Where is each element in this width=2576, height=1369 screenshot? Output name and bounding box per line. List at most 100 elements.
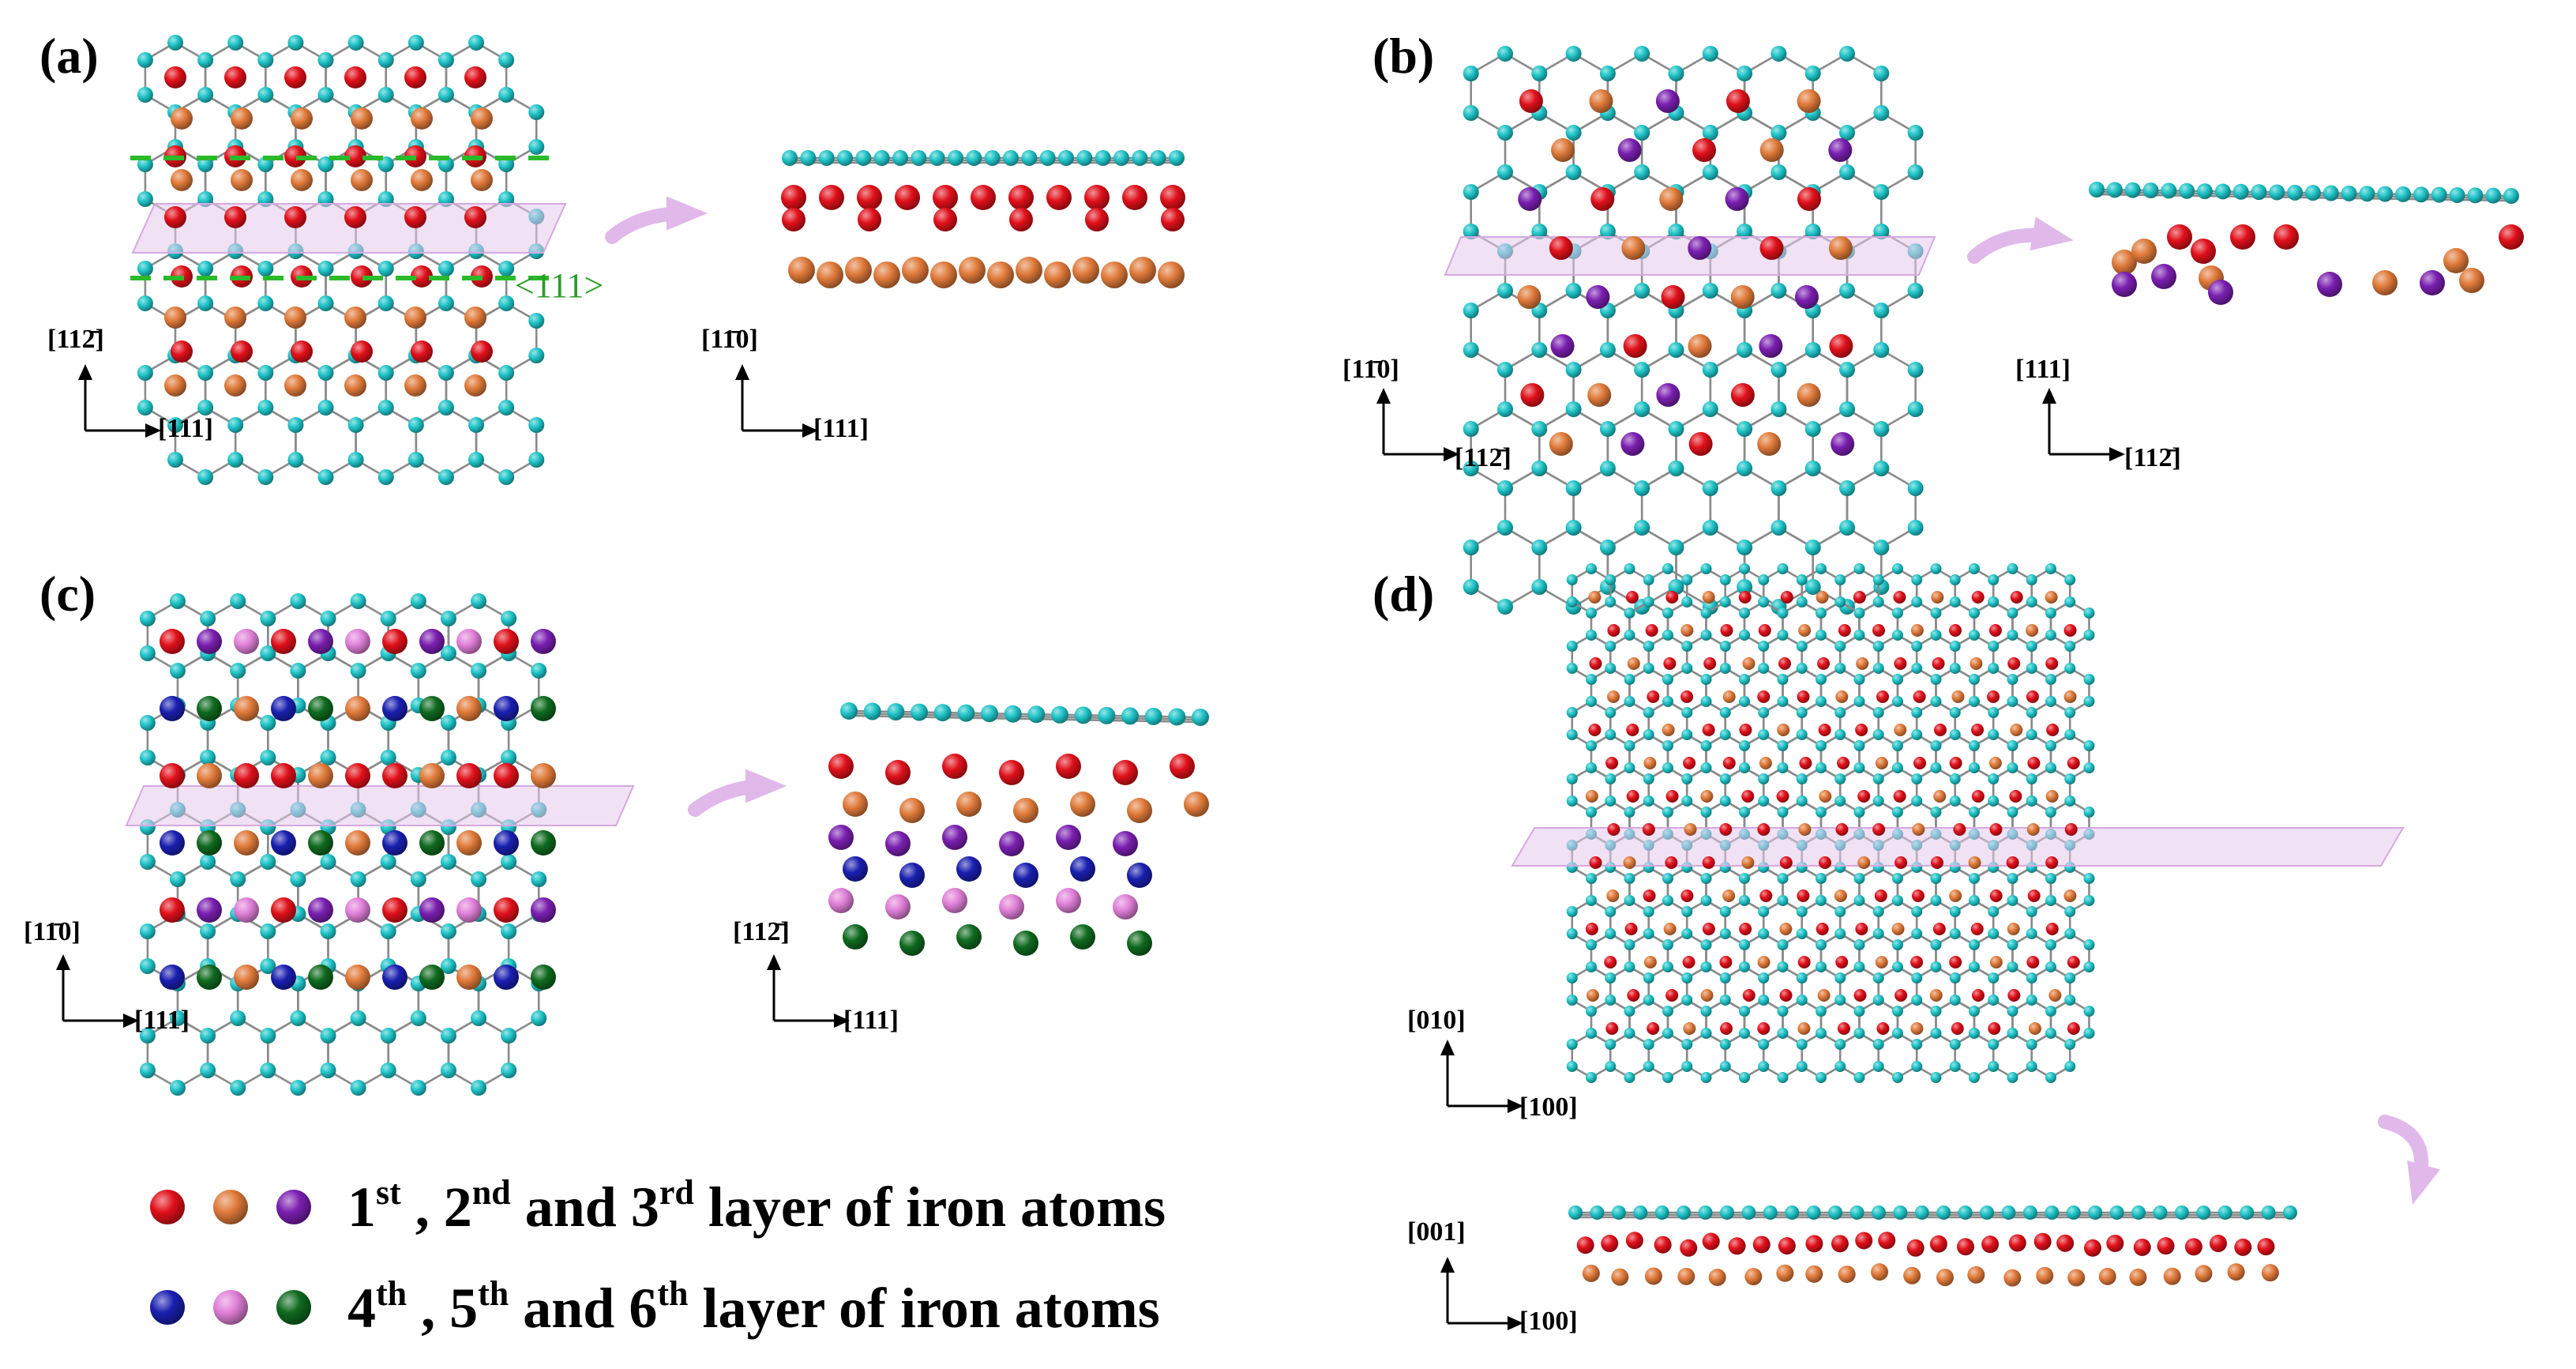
iron-atom	[1837, 1022, 1850, 1035]
iron-atom	[344, 66, 366, 88]
iron-atom	[1989, 823, 2003, 836]
carbon-atom	[1911, 729, 1923, 740]
iron-atom	[1517, 285, 1541, 309]
carbon-atom	[290, 593, 306, 609]
carbon-atom	[1681, 928, 1693, 939]
iron-atom	[382, 897, 407, 923]
carbon-atom	[2083, 740, 2095, 751]
iron-atom	[1972, 989, 1985, 1002]
carbon-atom	[1531, 66, 1548, 81]
legend-swatches	[150, 1190, 311, 1325]
carbon-atom	[2083, 939, 2095, 950]
carbon-atom	[1700, 607, 1712, 619]
carbon-atom	[1834, 1039, 1846, 1050]
carbon-atom	[1771, 46, 1787, 62]
iron-atom	[345, 763, 370, 788]
iron-atom	[1855, 1232, 1873, 1250]
iron-atom	[1835, 956, 1849, 968]
carbon-atom	[1891, 740, 1903, 751]
carbon-atom	[320, 1062, 336, 1078]
iron-atom	[2006, 856, 2019, 869]
carbon-atom	[2359, 186, 2375, 202]
iron-atom	[291, 107, 313, 130]
carbon-atom	[287, 417, 304, 433]
iron-atom	[1586, 989, 1599, 1002]
carbon-atom	[1930, 563, 1942, 574]
carbon-atom	[320, 750, 336, 765]
legend: 1st , 2nd and 3rd layer of iron atoms 4t…	[150, 1173, 1166, 1340]
carbon-atom	[1662, 563, 1673, 574]
legend-swatch-layer-4	[150, 1290, 185, 1325]
iron-atom	[843, 924, 868, 950]
carbon-atom	[1738, 807, 1750, 818]
carbon-atom	[1586, 939, 1597, 950]
carbon-atom	[2007, 696, 2018, 707]
carbon-atom	[498, 365, 515, 381]
panel-d-side-axes: [001] [100]	[1407, 1217, 1578, 1336]
iron-atom	[1857, 856, 1871, 869]
carbon-atom	[1568, 1205, 1583, 1220]
carbon-atom	[1719, 1039, 1731, 1050]
iron-atom	[1184, 792, 1209, 817]
carbon-atom	[1911, 663, 1923, 674]
iron-atom	[1929, 989, 1943, 1002]
iron-atom	[1607, 690, 1620, 703]
carbon-atom	[2026, 707, 2037, 718]
carbon-atom	[1565, 283, 1582, 299]
carbon-atom	[1737, 421, 1753, 437]
carbon-atom	[1586, 607, 1597, 619]
carbon-atom	[1719, 596, 1731, 607]
carbon-atom	[1681, 1039, 1693, 1050]
carbon-atom	[1463, 224, 1479, 239]
carbon-atom	[137, 191, 153, 207]
iron-atom	[1589, 89, 1613, 113]
carbon-atom	[137, 52, 153, 68]
carbon-atom	[1624, 1028, 1635, 1039]
axis-arrowhead	[834, 1014, 850, 1028]
iron-atom	[2443, 248, 2469, 273]
iron-atom	[464, 66, 486, 88]
carbon-atom	[1911, 972, 1923, 983]
carbon-atom	[377, 400, 394, 416]
carbon-atom	[1643, 1061, 1654, 1072]
iron-atom	[1654, 1235, 1672, 1254]
carbon-atom	[1738, 740, 1750, 751]
iron-atom	[1009, 208, 1033, 231]
carbon-atom	[2214, 183, 2231, 200]
panel-a-label: (a)	[39, 28, 99, 84]
iron-atom	[2372, 270, 2398, 295]
carbon-atom	[1988, 1039, 2000, 1050]
carbon-atom	[2045, 696, 2056, 707]
carbon-atom	[1566, 596, 1578, 607]
iron-atom	[2084, 1239, 2102, 1257]
iron-atom	[2098, 1267, 2116, 1285]
carbon-atom	[471, 1010, 487, 1026]
iron-atom	[959, 257, 986, 284]
panel-c-main-axis-horizontal: [111]	[134, 1006, 190, 1035]
carbon-atom	[1566, 906, 1578, 917]
carbon-atom	[1930, 696, 1942, 707]
carbon-atom	[1586, 563, 1597, 574]
carbon-atom	[1834, 906, 1846, 917]
carbon-atom	[1872, 928, 1884, 939]
carbon-atom	[2323, 185, 2339, 201]
carbon-atom	[1169, 150, 1185, 166]
iron-atom	[1702, 591, 1715, 604]
panel-a-side-axis-vertical: [11̄0]	[701, 325, 758, 354]
iron-atom	[1752, 1235, 1771, 1254]
iron-atom	[1611, 1268, 1629, 1286]
iron-atom	[1044, 261, 1071, 288]
panel-b-side-axis-horizontal: [112̄]	[2124, 443, 2181, 472]
iron-atom	[1730, 383, 1755, 407]
carbon-atom	[1891, 762, 1903, 773]
carbon-atom	[2026, 596, 2037, 607]
carbon-atom	[1566, 1061, 1578, 1072]
carbon-atom	[2083, 674, 2095, 685]
carbon-atom	[1463, 579, 1479, 595]
iron-atom	[2010, 591, 2023, 604]
iron-atom	[2151, 264, 2176, 289]
iron-atom	[1988, 757, 2002, 769]
carbon-atom	[260, 958, 276, 974]
carbon-atom	[2007, 895, 2018, 906]
carbon-atom	[1839, 283, 1856, 299]
